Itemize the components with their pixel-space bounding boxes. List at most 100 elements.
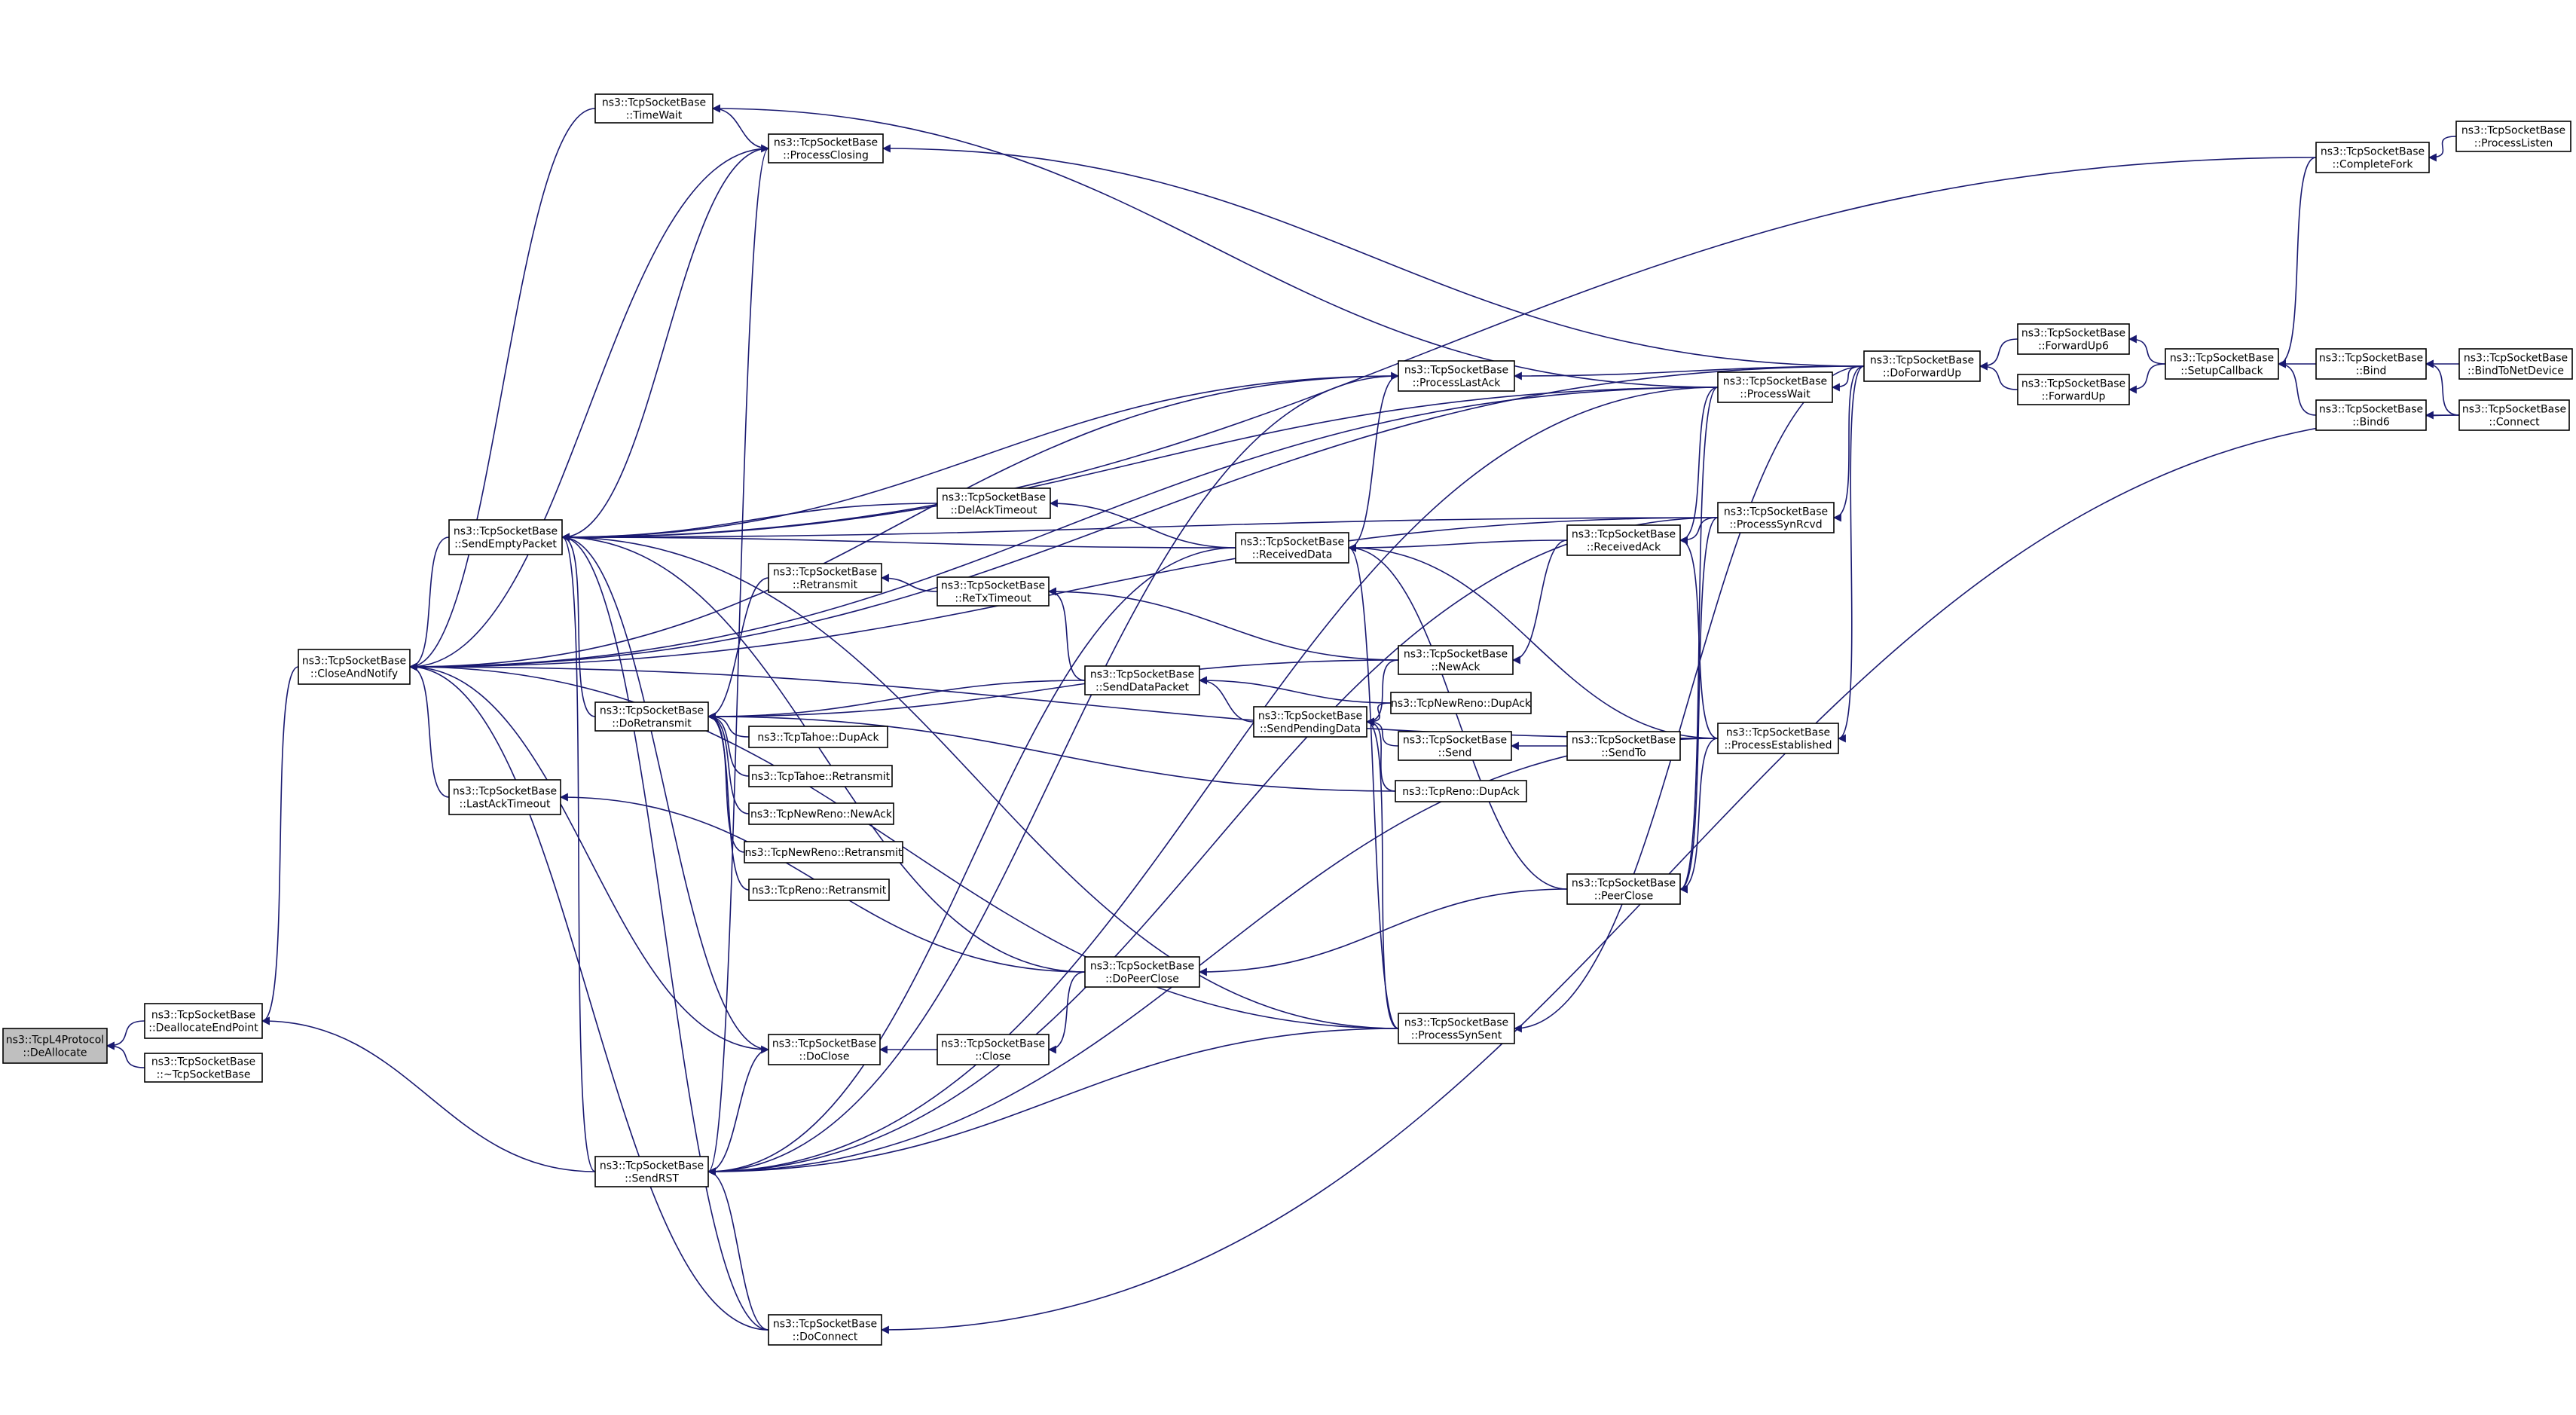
node-label: ::BindToNetDevice	[2468, 365, 2564, 377]
node-label: ns3::TcpSocketBase	[1404, 1017, 1508, 1029]
node-sendData[interactable]: ns3::TcpSocketBase::SendDataPacket	[1084, 665, 1200, 695]
node-bind6[interactable]: ns3::TcpSocketBase::Bind6	[2315, 399, 2427, 431]
node-box	[1398, 645, 1514, 675]
node-label: ns3::TcpSocketBase	[453, 786, 557, 798]
node-label: ns3::TcpReno::Retransmit	[752, 885, 887, 897]
nodes-layer: ns3::TcpL4Protocol::DeAllocatens3::TcpSo…	[2, 93, 2573, 1346]
node-box	[1084, 665, 1200, 695]
node-label: ::ReceivedAck	[1587, 542, 1661, 554]
node-renoRet[interactable]: ns3::TcpReno::Retransmit	[748, 879, 890, 901]
node-nrRet[interactable]: ns3::TcpNewReno::Retransmit	[744, 841, 903, 863]
node-sendRST[interactable]: ns3::TcpSocketBase::SendRST	[594, 1156, 709, 1187]
edge-doFwdUp-to-procLastAck	[1513, 365, 1865, 380]
node-delAckTO[interactable]: ns3::TcpSocketBase::DelAckTimeout	[937, 487, 1051, 519]
node-fwdUp[interactable]: ns3::TcpSocketBase::ForwardUp	[2017, 374, 2130, 405]
node-reTxTO[interactable]: ns3::TcpSocketBase::ReTxTimeout	[937, 576, 1050, 607]
node-doFwdUp[interactable]: ns3::TcpSocketBase::DoForwardUp	[1863, 350, 1981, 382]
edge-sendRST-to-sendEmpty	[561, 533, 596, 1172]
node-box	[298, 649, 411, 685]
edge-procEst-to-sendRST	[707, 738, 1719, 1176]
node-nrDup[interactable]: ns3::TcpNewReno::DupAck	[1390, 692, 1532, 714]
edge-sendData-to-doRetrans	[707, 680, 1086, 721]
node-box	[448, 519, 563, 555]
node-procSynSent[interactable]: ns3::TcpSocketBase::ProcessSynSent	[1398, 1013, 1515, 1044]
node-recvAck[interactable]: ns3::TcpSocketBase::ReceivedAck	[1566, 524, 1681, 556]
node-label: ::CompleteFork	[2333, 159, 2414, 171]
node-lastAckTO[interactable]: ns3::TcpSocketBase::LastAckTimeout	[448, 779, 561, 815]
node-procClosing[interactable]: ns3::TcpSocketBase::ProcessClosing	[768, 133, 884, 164]
edge-doFwdUp-to-procSynRcvd	[1832, 365, 1865, 522]
node-doClose[interactable]: ns3::TcpSocketBase::DoClose	[768, 1034, 881, 1065]
node-box	[1398, 1013, 1515, 1044]
node-box	[1566, 731, 1681, 761]
node-doRetrans[interactable]: ns3::TcpSocketBase::DoRetransmit	[594, 701, 709, 732]
edge-procEst-to-peerClose	[1679, 738, 1719, 894]
node-label: ns3::TcpSocketBase	[1090, 961, 1194, 973]
node-sendEmpty[interactable]: ns3::TcpSocketBase::SendEmptyPacket	[448, 519, 563, 555]
node-peerClose[interactable]: ns3::TcpSocketBase::PeerClose	[1566, 873, 1681, 905]
node-completeFork[interactable]: ns3::TcpSocketBase::CompleteFork	[2315, 142, 2430, 173]
node-recvData[interactable]: ns3::TcpSocketBase::ReceivedData	[1235, 532, 1349, 564]
node-box	[768, 563, 882, 593]
node-label: ::ProcessSynRcvd	[1729, 519, 1822, 531]
edge-nrDup-to-sendPending	[1365, 702, 1392, 726]
node-closeNotify[interactable]: ns3::TcpSocketBase::CloseAndNotify	[298, 649, 411, 685]
node-nrNewAck[interactable]: ns3::TcpNewReno::NewAck	[748, 802, 894, 825]
node-close[interactable]: ns3::TcpSocketBase::Close	[937, 1034, 1050, 1065]
node-connect[interactable]: ns3::TcpSocketBase::Connect	[2458, 399, 2570, 431]
edge-doFwdUp-to-procEst	[1837, 365, 1865, 743]
node-box	[937, 1034, 1050, 1065]
node-procLastAck[interactable]: ns3::TcpSocketBase::ProcessLastAck	[1398, 360, 1515, 392]
edge-sendEmpty-to-closeNotify	[408, 536, 450, 671]
node-retrans[interactable]: ns3::TcpSocketBase::Retransmit	[768, 563, 882, 593]
node-label: ns3::TcpSocketBase	[1572, 878, 1676, 890]
node-sendTo[interactable]: ns3::TcpSocketBase::SendTo	[1566, 731, 1681, 761]
node-dealloc[interactable]: ns3::TcpL4Protocol::DeAllocate	[2, 1028, 108, 1064]
node-label: ns3::TcpSocketBase	[2021, 378, 2125, 390]
node-procSynRcvd[interactable]: ns3::TcpSocketBase::ProcessSynRcvd	[1717, 502, 1835, 533]
node-box	[1235, 532, 1349, 564]
node-procWait[interactable]: ns3::TcpSocketBase::ProcessWait	[1717, 371, 1833, 403]
node-procEst[interactable]: ns3::TcpSocketBase::ProcessEstablished	[1717, 723, 1839, 754]
edge-setupCb-to-fwdUp	[2128, 363, 2166, 394]
node-renoDup[interactable]: ns3::TcpReno::DupAck	[1395, 780, 1527, 802]
node-bindNet[interactable]: ns3::TcpSocketBase::BindToNetDevice	[2458, 348, 2573, 380]
node-box	[2165, 348, 2279, 380]
edge-doFwdUp-to-procClosing	[882, 144, 1865, 367]
node-doConnect[interactable]: ns3::TcpSocketBase::DoConnect	[768, 1314, 882, 1346]
node-label: ns3::TcpSocketBase	[602, 97, 706, 109]
node-tahoeRet[interactable]: ns3::TcpTahoe::Retransmit	[748, 765, 893, 787]
edge-doPeerClose-to-sendEmpty	[561, 533, 1086, 973]
node-send[interactable]: ns3::TcpSocketBase::Send	[1398, 731, 1512, 761]
node-timeWait[interactable]: ns3::TcpSocketBase::TimeWait	[594, 93, 714, 124]
node-sendPending[interactable]: ns3::TcpSocketBase::SendPendingData	[1253, 706, 1367, 738]
node-label: ns3::TcpSocketBase	[1404, 649, 1508, 661]
node-bind[interactable]: ns3::TcpSocketBase::Bind	[2315, 348, 2427, 380]
edge-sendData-to-reTxTO	[1047, 587, 1086, 681]
node-box	[1390, 692, 1532, 714]
node-dtor[interactable]: ns3::TcpSocketBase::~TcpSocketBase	[144, 1053, 263, 1083]
node-doPeerClose[interactable]: ns3::TcpSocketBase::DoPeerClose	[1084, 956, 1200, 988]
node-label: ::DeAllocate	[23, 1047, 87, 1059]
node-fwdUp6[interactable]: ns3::TcpSocketBase::ForwardUp6	[2017, 323, 2130, 355]
node-newAck[interactable]: ns3::TcpSocketBase::NewAck	[1398, 645, 1514, 675]
node-box	[937, 487, 1051, 519]
node-label: ns3::TcpSocketBase	[1090, 669, 1194, 681]
node-label: ::SendPendingData	[1260, 723, 1361, 735]
node-label: ::DoClose	[799, 1051, 850, 1063]
edge-nrDup-to-sendData	[1198, 676, 1392, 704]
edge-procSynSent-to-sendEmpty	[561, 533, 1399, 1029]
node-box	[1717, 723, 1839, 754]
node-procListen[interactable]: ns3::TcpSocketBase::ProcessListen	[2455, 121, 2571, 152]
node-label: ns3::TcpSocketBase	[1724, 506, 1828, 518]
node-tahoeDup[interactable]: ns3::TcpTahoe::DupAck	[748, 726, 888, 748]
node-deallocEP[interactable]: ns3::TcpSocketBase::DeallocateEndPoint	[144, 1003, 263, 1039]
edge-completeFork-to-setupCb	[2277, 157, 2317, 368]
edge-sendRST-to-deallocEP	[261, 1016, 596, 1172]
edge-closeNotify-to-deallocEP	[261, 666, 299, 1025]
node-label: ns3::TcpSocketBase	[2319, 353, 2423, 365]
edge-newAck-to-reTxTO	[1047, 587, 1399, 661]
edge-reTxTO-to-retrans	[880, 573, 938, 592]
edge-procSynRcvd-to-peerClose	[1679, 517, 1719, 894]
node-setupCb[interactable]: ns3::TcpSocketBase::SetupCallback	[2165, 348, 2279, 380]
